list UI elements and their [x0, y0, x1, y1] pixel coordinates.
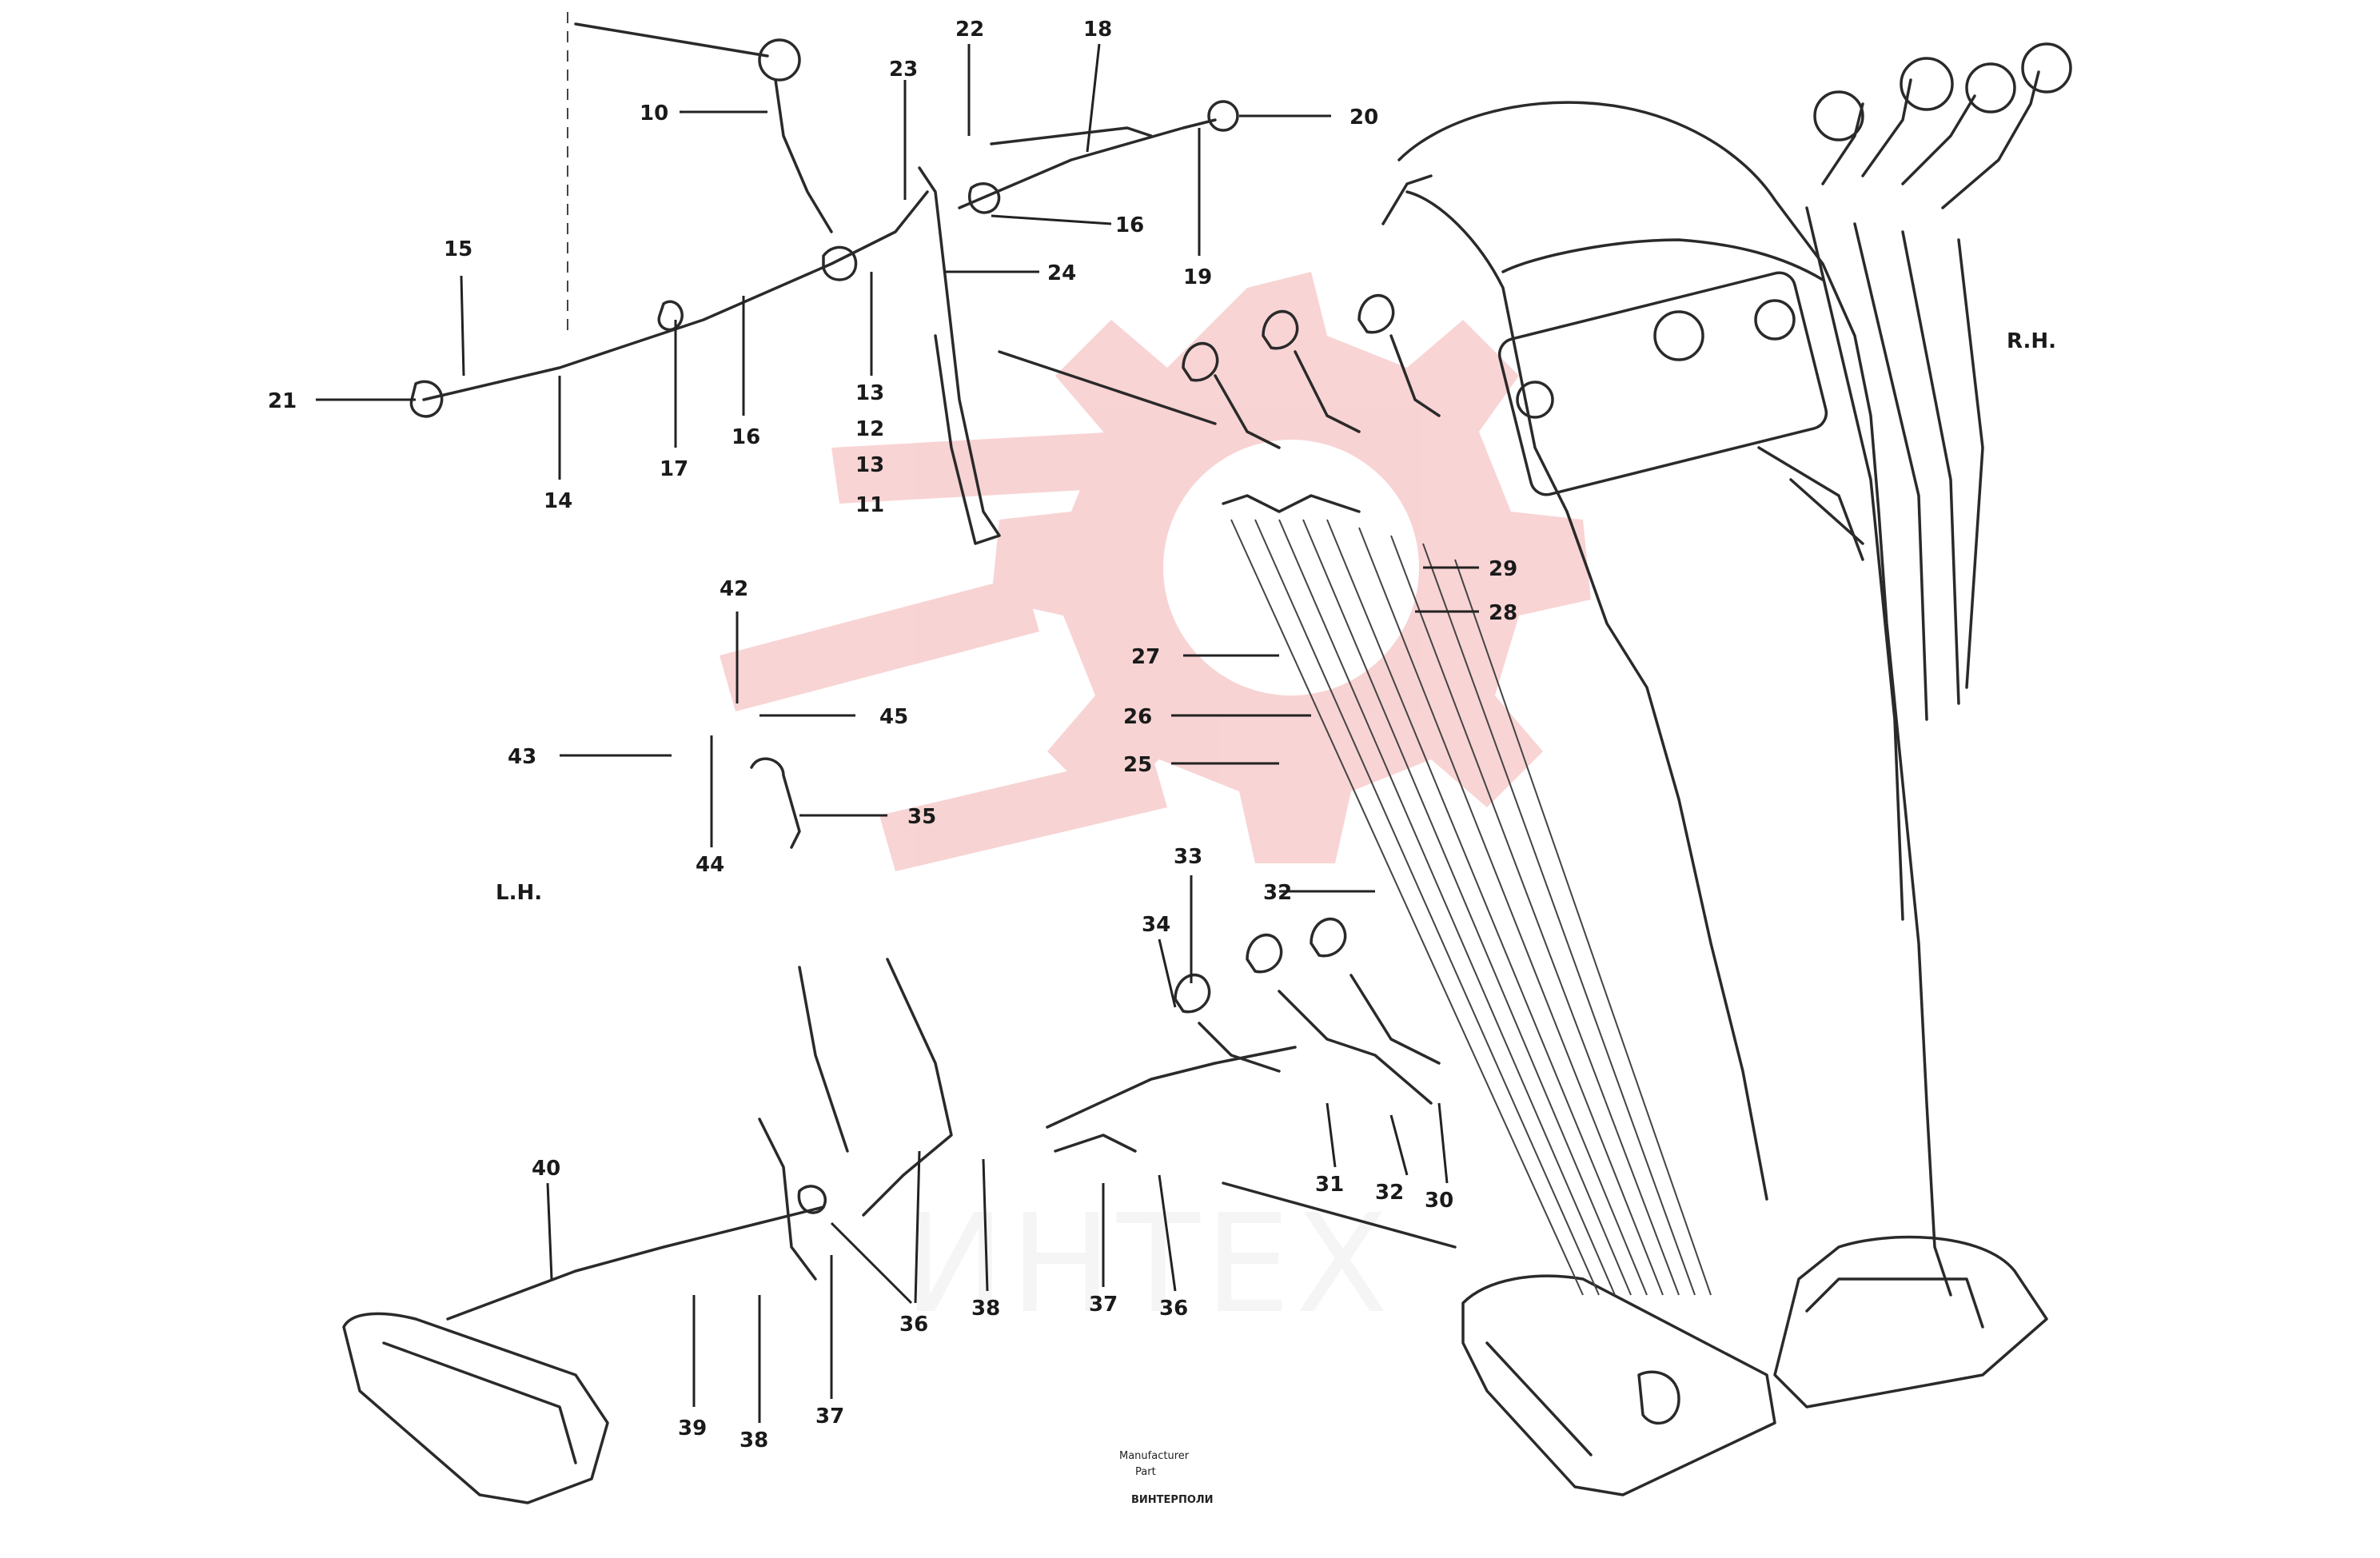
caption-line-2: Part: [1135, 1466, 1156, 1478]
upper-linkage-assembly: [409, 12, 1239, 545]
callout-label: 37: [815, 1405, 844, 1428]
callout-label: 30: [1425, 1189, 1453, 1213]
callout-label: 34: [1142, 913, 1170, 937]
callout-label: 36: [899, 1313, 928, 1337]
callout-label: 15: [444, 237, 472, 261]
callout-label: 13: [855, 453, 884, 477]
drawing-caption: Manufacturer Part ВИНТЕРПОЛИ: [1119, 1450, 1214, 1506]
callout-label: 23: [889, 58, 918, 82]
callout-label: 32: [1263, 881, 1292, 905]
callout-label: 20: [1349, 106, 1378, 130]
callout-label: 21: [268, 389, 297, 413]
lower-pedal-assembly: [342, 757, 1441, 1504]
callout-label: 11: [855, 493, 884, 517]
callout-label: 42: [720, 577, 748, 601]
callout-label: 43: [508, 745, 536, 769]
callout-label: 33: [1174, 845, 1202, 869]
callout-label: 28: [1489, 601, 1517, 625]
callout-label: 19: [1183, 265, 1212, 289]
callout-label: 40: [532, 1157, 560, 1181]
callout-label: 29: [1489, 557, 1517, 581]
cable-bundle: [998, 294, 1712, 1296]
right-hand-note: R.H.: [2007, 329, 2056, 353]
caption-line-1: Manufacturer: [1119, 1450, 1190, 1462]
callout-label: 16: [732, 425, 760, 449]
callout-label: 22: [955, 18, 984, 42]
callout-label: 13: [855, 381, 884, 405]
left-hand-note: L.H.: [496, 881, 542, 905]
callout-label: 32: [1375, 1181, 1404, 1205]
callout-label: 26: [1123, 705, 1152, 729]
callout-label: 12: [855, 417, 884, 441]
callout-label: 39: [678, 1417, 707, 1440]
watermark: ИНТЕХ: [720, 272, 1591, 1344]
leader-lines: [316, 43, 1479, 1423]
callout-label: 38: [740, 1428, 768, 1452]
callout-label: 14: [544, 489, 572, 513]
callout-label: 45: [879, 705, 908, 729]
callout-numbers: 10 22 23 18 20 16 24 19 15 21 17 16 14 1…: [268, 18, 1517, 1452]
control-pedestal: [1381, 101, 2048, 1496]
callout-label: 27: [1131, 645, 1160, 669]
callout-label: 24: [1047, 261, 1076, 285]
callout-label: 38: [971, 1297, 1000, 1321]
callout-label: 17: [660, 457, 688, 481]
callout-label: 44: [696, 853, 724, 877]
callout-label: 16: [1115, 213, 1144, 237]
caption-code: ВИНТЕРПОЛИ: [1131, 1494, 1214, 1506]
callout-label: 37: [1089, 1293, 1118, 1317]
callout-label: 18: [1083, 18, 1112, 42]
callout-label: 10: [640, 102, 668, 126]
control-lever-handles: [1757, 42, 2072, 921]
callout-label: 35: [907, 805, 936, 829]
callout-label: 36: [1159, 1297, 1188, 1321]
callout-label: 31: [1315, 1173, 1344, 1197]
callout-label: 25: [1123, 753, 1152, 777]
